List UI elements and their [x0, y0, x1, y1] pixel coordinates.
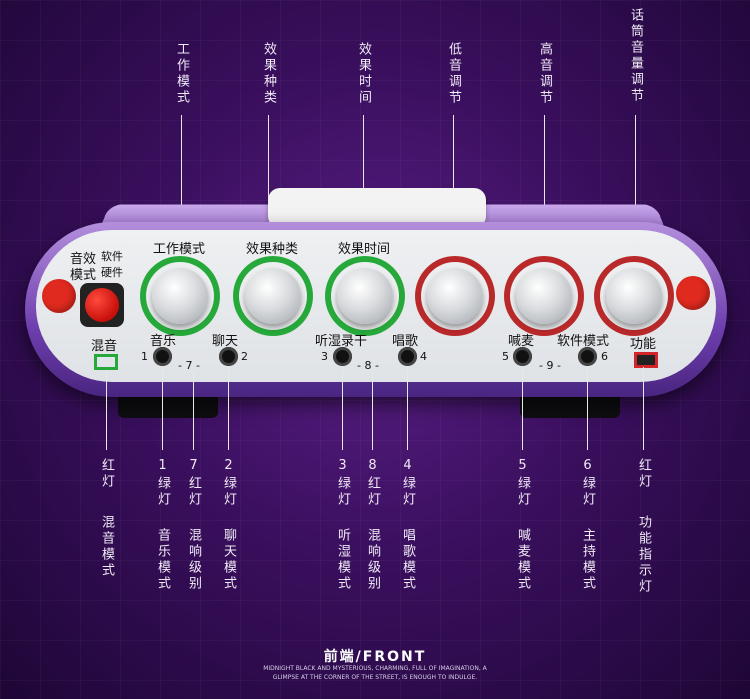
led-number-6: 6 [601, 350, 608, 363]
label-led-5: 5绿灯 [515, 458, 530, 508]
mic-volume-knob[interactable] [606, 268, 662, 324]
led-number-2: 2 [241, 350, 248, 363]
treble-knob[interactable] [516, 268, 572, 324]
effect-time-knob[interactable] [337, 268, 393, 324]
hardware-mode-label: 硬件 [101, 266, 123, 279]
led-number-3: 3 [321, 350, 328, 363]
leader-line [193, 372, 194, 450]
leader-line [372, 372, 373, 450]
group-9-label: - 9 - [539, 359, 561, 372]
sound-mode-label-line1: 音效 [70, 252, 97, 267]
leader-line [268, 115, 269, 225]
group-7-label: - 7 - [178, 359, 200, 372]
leader-line [407, 367, 408, 450]
label-led-3: 3绿灯 [335, 458, 350, 508]
listen-wet-record-dry-label: 听湿录干 [315, 334, 368, 349]
software-mode-led-label: 软件模式 [557, 334, 610, 349]
footer-title: 前端/FRONT [323, 649, 427, 665]
label-led-2: 2绿灯 [221, 458, 236, 508]
chat-label: 聊天 [212, 334, 239, 349]
bass-knob[interactable] [427, 268, 483, 324]
led-number-1: 1 [141, 350, 148, 363]
leader-line [228, 367, 229, 450]
footer-tagline-1: MIDNIGHT BLACK AND MYSTERIOUS, CHARMING,… [263, 665, 487, 672]
leader-line [522, 367, 523, 450]
function-indicator-light [634, 352, 658, 368]
label-led-8: 8红灯 [365, 458, 380, 508]
label-led-1: 1绿灯 [155, 458, 170, 508]
knob-label-effect-time: 效果时间 [338, 242, 391, 257]
label-reverb-level-8: 混响级别 [365, 528, 380, 592]
leader-line [544, 115, 545, 225]
footer-tagline-2: GLIMPSE AT THE CORNER OF THE STREET, IS … [272, 674, 478, 681]
label-mic-volume: 话筒音量调节 [628, 8, 643, 104]
mix-label: 混音 [91, 339, 118, 354]
led-number-5: 5 [502, 350, 509, 363]
leader-line [181, 115, 182, 225]
shout-led [513, 347, 532, 366]
chat-led [219, 347, 238, 366]
listen-led [333, 347, 352, 366]
label-led-4: 4绿灯 [400, 458, 415, 508]
label-red-light-left: 红灯 [99, 458, 114, 490]
label-led-6: 6绿灯 [580, 458, 595, 508]
music-label: 音乐 [150, 334, 177, 349]
music-led [153, 347, 172, 366]
label-music-mode: 音乐模式 [155, 528, 170, 592]
device-top-pad [268, 188, 486, 228]
software-mode-led [578, 347, 597, 366]
label-host-mode: 主持模式 [580, 528, 595, 592]
shout-label: 喊麦 [508, 334, 535, 349]
work-mode-knob[interactable] [152, 268, 208, 324]
red-button-cap [85, 288, 119, 322]
label-work-mode: 工作模式 [174, 42, 189, 106]
leader-line [342, 367, 343, 450]
leader-line [162, 367, 163, 450]
label-red-light-right: 红灯 [636, 458, 651, 490]
label-led-7: 7红灯 [186, 458, 201, 508]
label-effect-type: 效果种类 [261, 42, 276, 106]
left-side-button[interactable] [42, 279, 76, 313]
knob-label-effect-type: 效果种类 [246, 242, 299, 257]
software-mode-label: 软件 [101, 250, 123, 263]
label-sing-mode: 唱歌模式 [400, 528, 415, 592]
sound-mode-button[interactable] [80, 283, 124, 327]
label-shout-mode: 喊麦模式 [515, 528, 530, 592]
leader-line [363, 115, 364, 225]
label-treble: 高音调节 [537, 42, 552, 106]
label-bass: 低音调节 [446, 42, 461, 106]
right-side-button[interactable] [676, 276, 710, 310]
label-mix-mode: 混音模式 [99, 515, 114, 579]
label-listen-mode: 听湿模式 [335, 528, 350, 592]
led-number-4: 4 [420, 350, 427, 363]
group-8-label: - 8 - [357, 359, 379, 372]
leader-line [635, 115, 636, 225]
effect-type-knob[interactable] [245, 268, 301, 324]
sing-label: 唱歌 [392, 334, 419, 349]
leader-line [643, 367, 644, 450]
mix-indicator-light [94, 354, 118, 370]
leader-line [453, 115, 454, 225]
knob-label-work-mode: 工作模式 [153, 242, 206, 257]
function-label: 功能 [630, 337, 657, 352]
leader-line [587, 367, 588, 450]
sing-led [398, 347, 417, 366]
label-function-indicator: 功能指示灯 [636, 515, 651, 595]
label-chat-mode: 聊天模式 [221, 528, 236, 592]
sound-mode-label-line2: 模式 [70, 268, 97, 283]
label-effect-time: 效果时间 [356, 42, 371, 106]
leader-line [106, 372, 107, 450]
label-reverb-level-7: 混响级别 [186, 528, 201, 592]
